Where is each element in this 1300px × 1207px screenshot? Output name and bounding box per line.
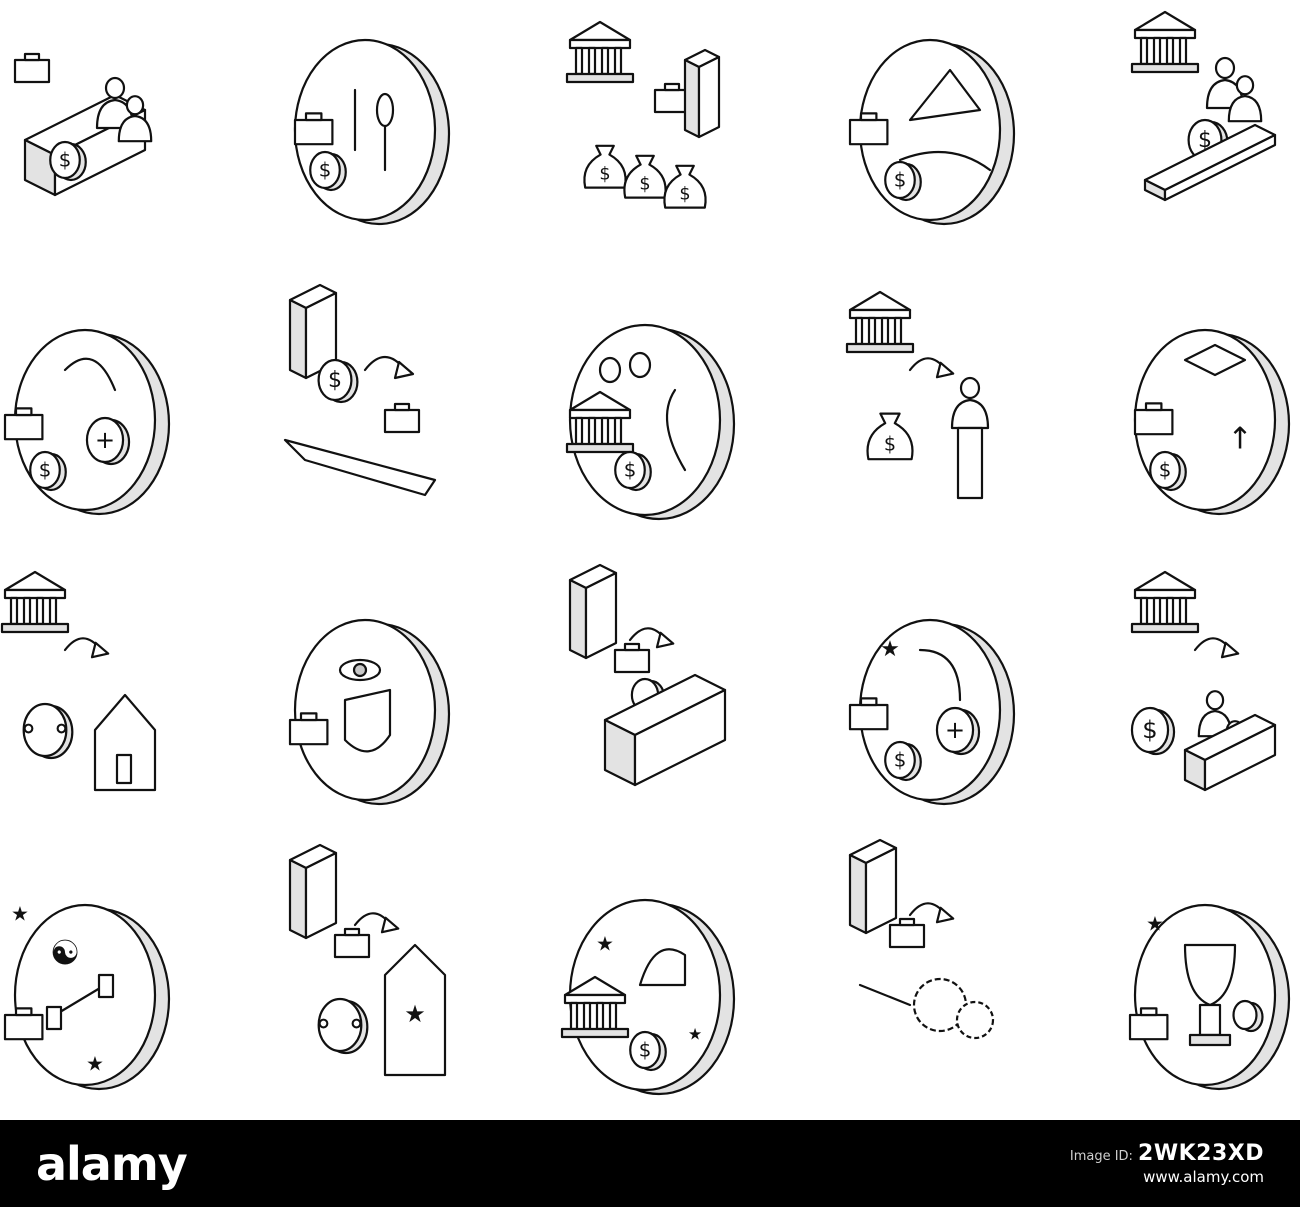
- svg-text:↑: ↑: [1227, 422, 1252, 457]
- award-trophy-icon: ★: [1128, 903, 1291, 1091]
- svg-text:⚬ ⚬: ⚬ ⚬: [16, 712, 73, 746]
- reward-tag-icon: ⚬ ⚬ ★: [288, 843, 447, 1077]
- bank-money-bags-icon: $ $ $: [565, 20, 721, 209]
- svg-text:$: $: [599, 164, 610, 184]
- business-travel-flight-icon: $: [283, 283, 437, 497]
- svg-text:$: $: [1198, 128, 1212, 153]
- svg-text:★: ★: [11, 902, 29, 926]
- svg-text:★: ★: [596, 932, 614, 956]
- pet-care-expense-icon: $ + ★: [848, 618, 1016, 806]
- svg-text:★: ★: [688, 1025, 702, 1044]
- svg-text:$: $: [1142, 716, 1157, 744]
- mortgage-house-icon: ⚬ ⚬: [0, 570, 157, 792]
- svg-text:$: $: [639, 1039, 652, 1062]
- svg-text:★: ★: [880, 637, 900, 662]
- svg-text:+: +: [95, 426, 115, 454]
- logo-text: alamy: [36, 1136, 188, 1191]
- bank-client-savings-icon: $: [565, 323, 736, 521]
- footer-meta: Image ID: 2WK23XD www.alamy.com: [1070, 1141, 1264, 1186]
- svg-text:★: ★: [404, 1000, 426, 1028]
- svg-text:☯: ☯: [50, 934, 80, 974]
- svg-text:$: $: [894, 749, 907, 772]
- image-id-label: Image ID:: [1069, 1149, 1133, 1164]
- icon-grid: $$$$$$$$+$$$$↑⚬ ⚬$+★$☯★★⚬ ⚬★$★★★: [0, 10, 1291, 1096]
- footer-bar: alamy Image ID: 2WK23XD www.alamy.com: [0, 1120, 1300, 1207]
- svg-text:$: $: [1159, 459, 1172, 482]
- wellness-fitness-icon: ☯ ★ ★: [3, 902, 171, 1091]
- site-url: www.alamy.com: [1143, 1168, 1264, 1186]
- svg-text:⚬ ⚬: ⚬ ⚬: [311, 1007, 368, 1041]
- bank-employee-payment-icon: $: [1130, 570, 1277, 792]
- vision-insurance-icon: [288, 618, 451, 806]
- svg-text:★: ★: [1146, 912, 1164, 936]
- work-settings-icon: [848, 838, 995, 1040]
- svg-text:$: $: [679, 184, 690, 204]
- gift-bonus-icon: [568, 563, 727, 787]
- bank-transfer-person-icon: $: [845, 290, 990, 500]
- dining-expense-icon: $: [293, 38, 451, 226]
- svg-text:$: $: [319, 159, 332, 182]
- health-care-expense-icon: $+: [3, 328, 171, 516]
- svg-text:$: $: [639, 174, 650, 194]
- icon-sheet: $$$$$$$$+$$$$↑⚬ ⚬$+★$☯★★⚬ ⚬★$★★★: [0, 10, 1291, 1096]
- svg-text:★: ★: [86, 1052, 104, 1076]
- svg-text:$: $: [39, 459, 52, 482]
- finance-meeting-icon: $: [13, 52, 153, 197]
- footer-logo: alamy: [36, 1136, 188, 1191]
- bank-team-savings-icon: $: [1130, 10, 1277, 202]
- image-id: 2WK23XD: [1138, 1141, 1264, 1166]
- svg-text:$: $: [328, 368, 342, 393]
- svg-text:+: +: [945, 716, 965, 744]
- travel-tent-expense-icon: $: [848, 38, 1016, 226]
- education-growth-icon: $↑: [1133, 328, 1291, 516]
- svg-text:$: $: [884, 432, 896, 455]
- svg-text:$: $: [59, 149, 72, 172]
- svg-text:$: $: [624, 459, 637, 482]
- svg-text:$: $: [894, 169, 907, 192]
- bank-baby-stroller-icon: $ ★ ★: [560, 898, 736, 1096]
